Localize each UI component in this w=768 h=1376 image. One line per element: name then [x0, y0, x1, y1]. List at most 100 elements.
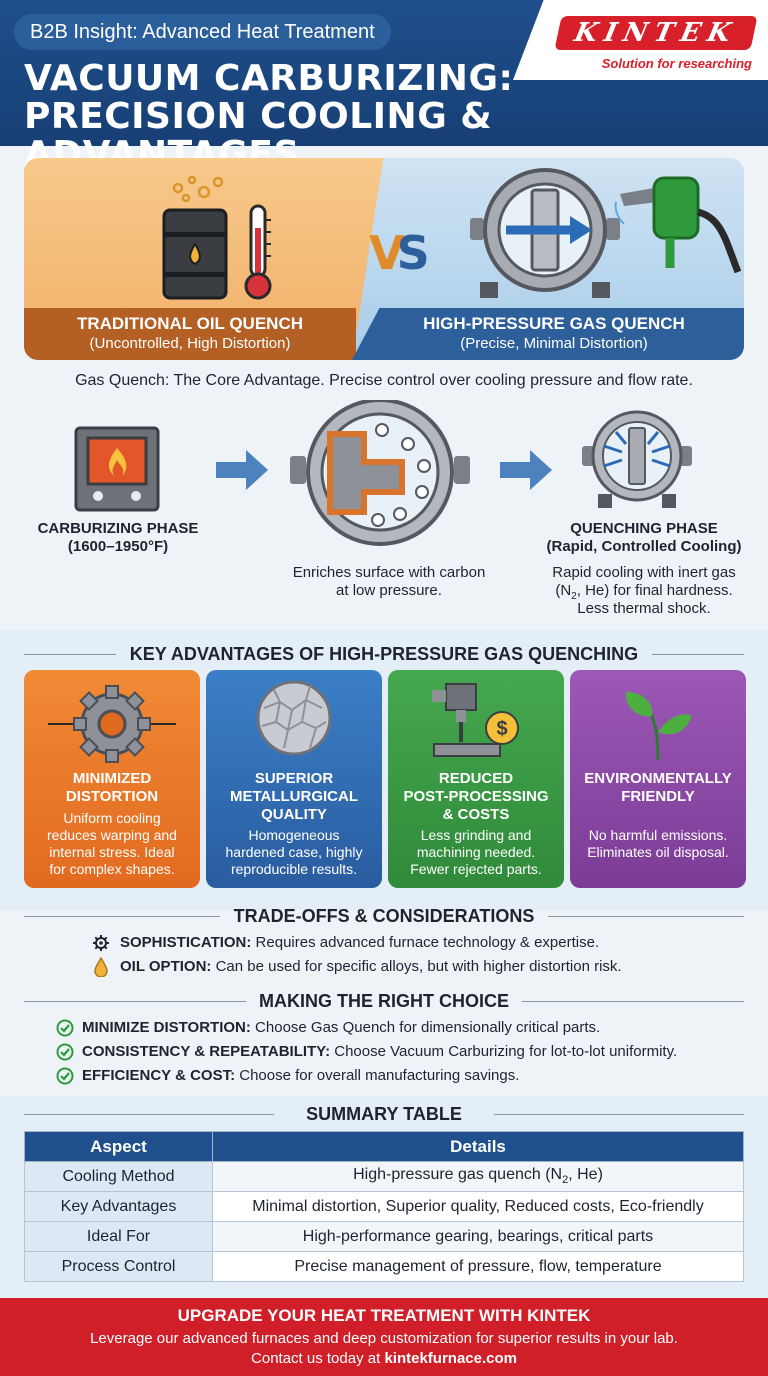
- header-kicker: B2B Insight: Advanced Heat Treatment: [14, 14, 391, 50]
- quenching-desc-line3: Less thermal shock.: [577, 600, 711, 617]
- table-cell-details: Precise management of pressure, flow, te…: [212, 1251, 744, 1282]
- table-cell-details: High-performance gearing, bearings, crit…: [212, 1221, 744, 1252]
- carburizing-title: CARBURIZING PHASE: [37, 520, 199, 537]
- advantage-title-line1: SUPERIOR: [254, 770, 334, 787]
- core-advantage-text: Gas Quench: The Core Advantage. Precise …: [75, 372, 693, 389]
- advantage-desc-line2: reduces warping and: [47, 827, 177, 843]
- carbon-diffusion-chamber-icon: [290, 400, 470, 546]
- gear-outline-icon: [93, 935, 109, 951]
- arrow-right-icon: [216, 450, 268, 490]
- advantage-title-line1: ENVIRONMENTALLY: [584, 770, 732, 787]
- advantage-card-distortion: MINIMIZED DISTORTION Uniform cooling red…: [24, 670, 200, 888]
- tradeoffs-title: TRADE-OFFS & CONSIDERATIONS: [0, 906, 768, 927]
- choice-title: MAKING THE RIGHT CHOICE: [0, 991, 768, 1012]
- details-part1: High-pressure gas quench (N: [353, 1166, 563, 1184]
- metal-grain-icon: [256, 680, 332, 756]
- choice-text: Choose Vacuum Carburizing for lot-to-lot…: [330, 1043, 678, 1060]
- table-header-aspect: Aspect: [24, 1131, 213, 1162]
- advantage-desc-line2: Eliminates oil disposal.: [587, 844, 729, 860]
- tradeoff-item: OIL OPTION: Can be used for specific all…: [120, 958, 622, 975]
- arrow-right-icon: [500, 450, 552, 490]
- summary-title: SUMMARY TABLE: [0, 1104, 768, 1125]
- thermometer-icon: [244, 204, 272, 300]
- carburizing-temp: (1600–1950°F): [67, 538, 169, 555]
- advantage-card-costs: $ REDUCED POST-PROCESSING & COSTS Less g…: [388, 670, 564, 888]
- advantage-title-line1: REDUCED: [438, 770, 514, 787]
- gas-quench-title: HIGH-PRESSURE GAS QUENCH: [423, 314, 685, 333]
- table-cell-details: Minimal distortion, Superior quality, Re…: [212, 1191, 744, 1222]
- choice-item: MINIMIZE DISTORTION: Choose Gas Quench f…: [82, 1019, 600, 1036]
- choice-label: EFFICIENCY & COST:: [82, 1067, 236, 1084]
- quenching-subtitle: (Rapid, Controlled Cooling): [546, 538, 742, 555]
- vs-mark: VS: [369, 226, 430, 280]
- advantage-desc-line2: machining needed.: [416, 844, 536, 860]
- page-title: VACUUM CARBURIZING: PRECISION COOLING & …: [24, 60, 744, 174]
- advantage-title-line3: & COSTS: [442, 806, 510, 823]
- advantage-desc-line1: No harmful emissions.: [588, 827, 728, 843]
- advantage-title-line2: FRIENDLY: [621, 788, 695, 805]
- advantage-title-line1: MINIMIZED: [72, 770, 152, 787]
- advantage-desc-line2: hardened case, highly: [225, 844, 363, 860]
- tradeoff-label: SOPHISTICATION:: [120, 934, 252, 951]
- logo-tagline: Solution for researching: [601, 56, 752, 71]
- footer-cta: UPGRADE YOUR HEAT TREATMENT WITH KINTEK …: [0, 1298, 768, 1376]
- gear-icon: [48, 685, 176, 763]
- quenching-desc-line2: (N2, He) for final hardness.: [520, 582, 768, 606]
- choice-text: Choose Gas Quench for dimensionally crit…: [250, 1019, 601, 1036]
- gas-quench-chamber-icon: [470, 168, 620, 298]
- quenching-desc-line1: Rapid cooling with inert gas: [552, 564, 736, 581]
- quench-desc-subscript: 2: [571, 591, 577, 602]
- comparison-card: VS TRADITIONAL OIL QUENCH (Uncontrolled,…: [24, 158, 744, 360]
- advantage-title-line2: POST-PROCESSING: [403, 788, 549, 805]
- details-part2: , He): [568, 1166, 603, 1184]
- footer-line2: Contact us today at kintekfurnace.com: [0, 1350, 768, 1367]
- table-row: Process Control Precise management of pr…: [24, 1251, 744, 1282]
- advantage-card-quality: SUPERIOR METALLURGICAL QUALITY Homogeneo…: [206, 670, 382, 888]
- footer-contact-text: Contact us today at: [251, 1350, 385, 1367]
- choice-text: Choose for overall manufacturing savings…: [235, 1067, 520, 1084]
- tradeoff-label: OIL OPTION:: [120, 958, 212, 975]
- carbon-enrichment-desc-line2: at low pressure.: [336, 582, 442, 599]
- oil-barrel-icon: [162, 175, 228, 300]
- advantage-desc-line4: for complex shapes.: [49, 861, 175, 877]
- gas-nozzle-icon: [614, 176, 742, 274]
- advantage-desc-line1: Uniform cooling: [63, 810, 161, 826]
- footer-line1: Leverage our advanced furnaces and deep …: [90, 1330, 678, 1347]
- quenching-title: QUENCHING PHASE: [570, 520, 718, 537]
- advantages-title-text: KEY ADVANTAGES OF HIGH-PRESSURE GAS QUEN…: [129, 644, 639, 664]
- gas-quench-band: [352, 308, 744, 360]
- tradeoff-text: Requires advanced furnace technology & e…: [251, 934, 600, 951]
- advantage-desc-line3: reproducible results.: [230, 861, 358, 877]
- vs-letter-s: S: [396, 226, 430, 280]
- footer-title: UPGRADE YOUR HEAT TREATMENT WITH KINTEK: [177, 1306, 591, 1325]
- advantage-desc-line3: Fewer rejected parts.: [410, 861, 542, 877]
- oil-quench-title: TRADITIONAL OIL QUENCH: [76, 314, 304, 333]
- drill-coin-icon: $: [432, 683, 519, 757]
- oil-drop-icon: [94, 957, 108, 977]
- choice-title-text: MAKING THE RIGHT CHOICE: [259, 991, 509, 1011]
- summary-table: Aspect Details Cooling Method High-press…: [24, 1131, 744, 1282]
- kintek-logo: KINTEK: [554, 16, 758, 50]
- table-header-row: Aspect Details: [24, 1131, 744, 1162]
- advantage-title-line3: QUALITY: [261, 806, 327, 823]
- table-cell-aspect: Process Control: [24, 1251, 213, 1282]
- table-cell-aspect: Key Advantages: [24, 1191, 213, 1222]
- vs-letter-v: V: [369, 226, 405, 280]
- choice-item: CONSISTENCY & REPEATABILITY: Choose Vacu…: [82, 1043, 677, 1060]
- advantage-desc-line1: Less grinding and: [420, 827, 532, 843]
- header-banner: B2B Insight: Advanced Heat Treatment VAC…: [0, 0, 768, 174]
- furnace-icon: [74, 426, 160, 512]
- quench-desc-part1: (N: [555, 582, 572, 599]
- choice-label: MINIMIZE DISTORTION:: [82, 1019, 251, 1036]
- choice-label: CONSISTENCY & REPEATABILITY:: [82, 1043, 331, 1060]
- choice-item: EFFICIENCY & COST: Choose for overall ma…: [82, 1067, 519, 1084]
- oil-quench-band: [24, 308, 356, 360]
- page-title-line1: VACUUM CARBURIZING:: [24, 58, 514, 99]
- advantage-title-line2: DISTORTION: [65, 788, 159, 805]
- table-row: Key Advantages Minimal distortion, Super…: [24, 1191, 744, 1222]
- advantage-card-environment: ENVIRONMENTALLY FRIENDLY No harmful emis…: [570, 670, 746, 888]
- table-row: Cooling Method High-pressure gas quench …: [24, 1161, 744, 1192]
- footer-website-link[interactable]: kintekfurnace.com: [384, 1350, 517, 1367]
- logo-area: KINTEK Solution for researching: [513, 0, 768, 80]
- summary-title-text: SUMMARY TABLE: [306, 1104, 462, 1124]
